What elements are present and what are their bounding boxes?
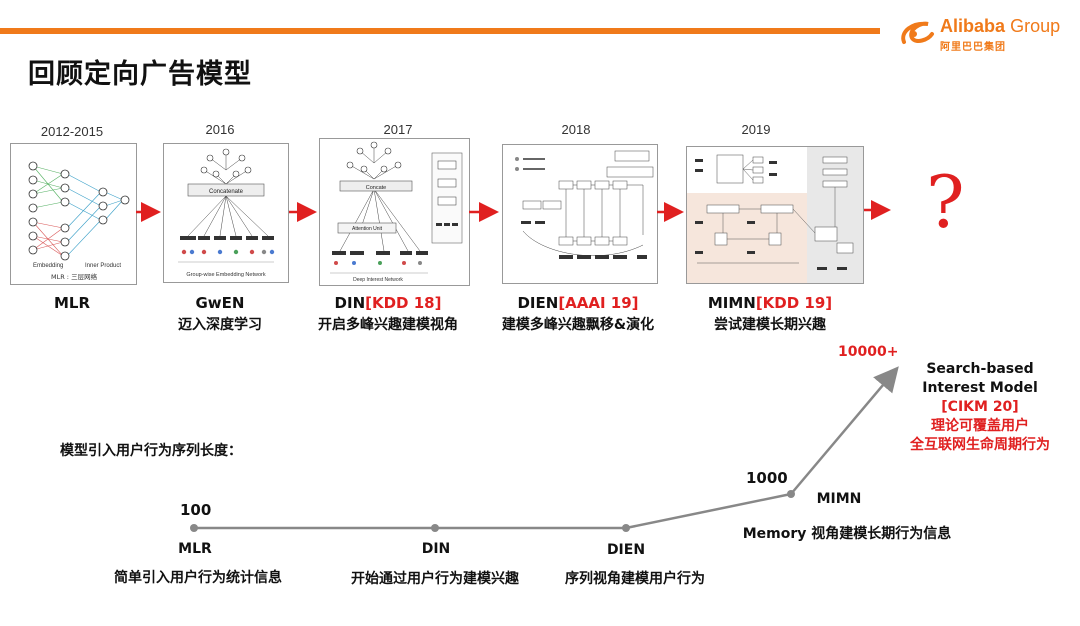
page-title: 回顾定向广告模型 <box>28 59 252 90</box>
mlr-caption: MLR : 三层网络 <box>51 272 98 281</box>
model-name-mimn: MIMN[KDD 19] <box>707 294 833 312</box>
question-mark-icon: ? <box>926 160 965 244</box>
model-desc-mimn: 尝试建模长期兴趣 <box>714 317 826 333</box>
year-mlr: 2012-2015 <box>40 124 104 139</box>
din-network-graphic: Concate Attention Unit Deep Interest Net… <box>330 141 463 283</box>
timeline-dot-din <box>431 524 439 532</box>
mlr-inner-label: Inner Product <box>85 263 121 269</box>
gwen-footer-label: Group-wise Embedding Network <box>186 272 265 278</box>
model-desc-gwen: 迈入深度学习 <box>178 317 262 333</box>
dien-venue: [AAAI 19] <box>558 294 639 312</box>
model-desc-din: 开启多峰兴趣建模视角 <box>318 317 458 333</box>
sim-desc2: 全互联网生命周期行为 <box>910 437 1050 453</box>
dien-diagram-thumbnail <box>502 144 658 284</box>
timeline-line <box>194 492 792 530</box>
length-10000-plus: 10000+ <box>838 344 899 360</box>
mlr-embedding-label: Embedding <box>33 263 63 269</box>
timeline-dot-dien <box>622 524 630 532</box>
dien-network-graphic <box>515 150 654 259</box>
din-footer-label: Deep Interest Network <box>353 277 403 283</box>
model-desc-dien: 建模多峰兴趣飘移&演化 <box>501 317 655 333</box>
sim-line1: Search-based <box>926 361 1034 377</box>
timeline-name-mlr: MLR <box>178 541 212 557</box>
logo-group: Group <box>1010 16 1061 36</box>
gwen-concat-label: Concatenate <box>209 189 244 195</box>
timeline-dot-mimn <box>787 490 795 498</box>
mimn-network-graphic <box>687 147 863 283</box>
timeline-desc-mlr: 简单引入用户行为统计信息 <box>114 570 282 586</box>
timeline-desc-dien: 序列视角建模用户行为 <box>565 571 705 587</box>
sim-venue: [CIKM 20] <box>941 399 1019 415</box>
din-attention-label: Attention Unit <box>352 226 383 232</box>
gwen-network-graphic: Concatenate Group-wise Embedding Network <box>178 148 275 278</box>
logo-word: Alibaba <box>940 16 1006 36</box>
year-dien: 2018 <box>561 122 591 137</box>
mlr-diagram-thumbnail: Embedding Inner Product MLR : 三层网络 <box>10 143 137 285</box>
mimn-venue: [KDD 19] <box>755 294 833 312</box>
header-accent-bar <box>0 28 880 34</box>
logo-chinese: 阿里巴巴集团 <box>940 42 1006 53</box>
timeline-desc-mimn: Memory 视角建模长期行为信息 <box>742 526 952 542</box>
length-1000: 1000 <box>746 469 788 487</box>
timeline-arrow <box>790 366 899 495</box>
alibaba-logo-icon <box>901 21 934 44</box>
year-din: 2017 <box>383 122 413 137</box>
year-gwen: 2016 <box>205 122 235 137</box>
timeline-desc-din: 开始通过用户行为建模兴趣 <box>351 571 519 587</box>
sequence-subtitle: 模型引入用户行为序列长度： <box>60 443 242 459</box>
timeline-dot-mlr <box>190 524 198 532</box>
model-name-din: DIN[KDD 18] <box>334 294 442 312</box>
timeline-name-din: DIN <box>421 541 451 557</box>
din-venue: [KDD 18] <box>365 294 442 312</box>
mimn-diagram-thumbnail <box>686 146 864 284</box>
model-name-dien: DIEN[AAAI 19] <box>517 294 639 312</box>
year-mimn: 2019 <box>741 122 771 137</box>
sim-block: Search-based Interest Model [CIKM 20] 理论… <box>900 360 1060 455</box>
mlr-network-graphic: Embedding Inner Product MLR : 三层网络 <box>28 161 130 281</box>
gwen-diagram-thumbnail: Concatenate Group-wise Embedding Network <box>163 143 289 283</box>
length-100: 100 <box>180 501 212 519</box>
timeline-name-mimn: MIMN <box>816 491 862 507</box>
din-diagram-thumbnail: Concate Attention Unit Deep Interest Net… <box>319 138 470 286</box>
sim-desc1: 理论可覆盖用户 <box>931 418 1029 434</box>
sim-line2: Interest Model <box>922 380 1038 396</box>
timeline-name-dien: DIEN <box>606 542 646 558</box>
model-name-mlr: MLR <box>53 294 91 312</box>
alibaba-group-logo: Alibaba Group 阿里巴巴集团 <box>898 14 1073 54</box>
din-concat-label: Concate <box>366 185 387 191</box>
model-name-gwen: GwEN <box>195 294 245 312</box>
